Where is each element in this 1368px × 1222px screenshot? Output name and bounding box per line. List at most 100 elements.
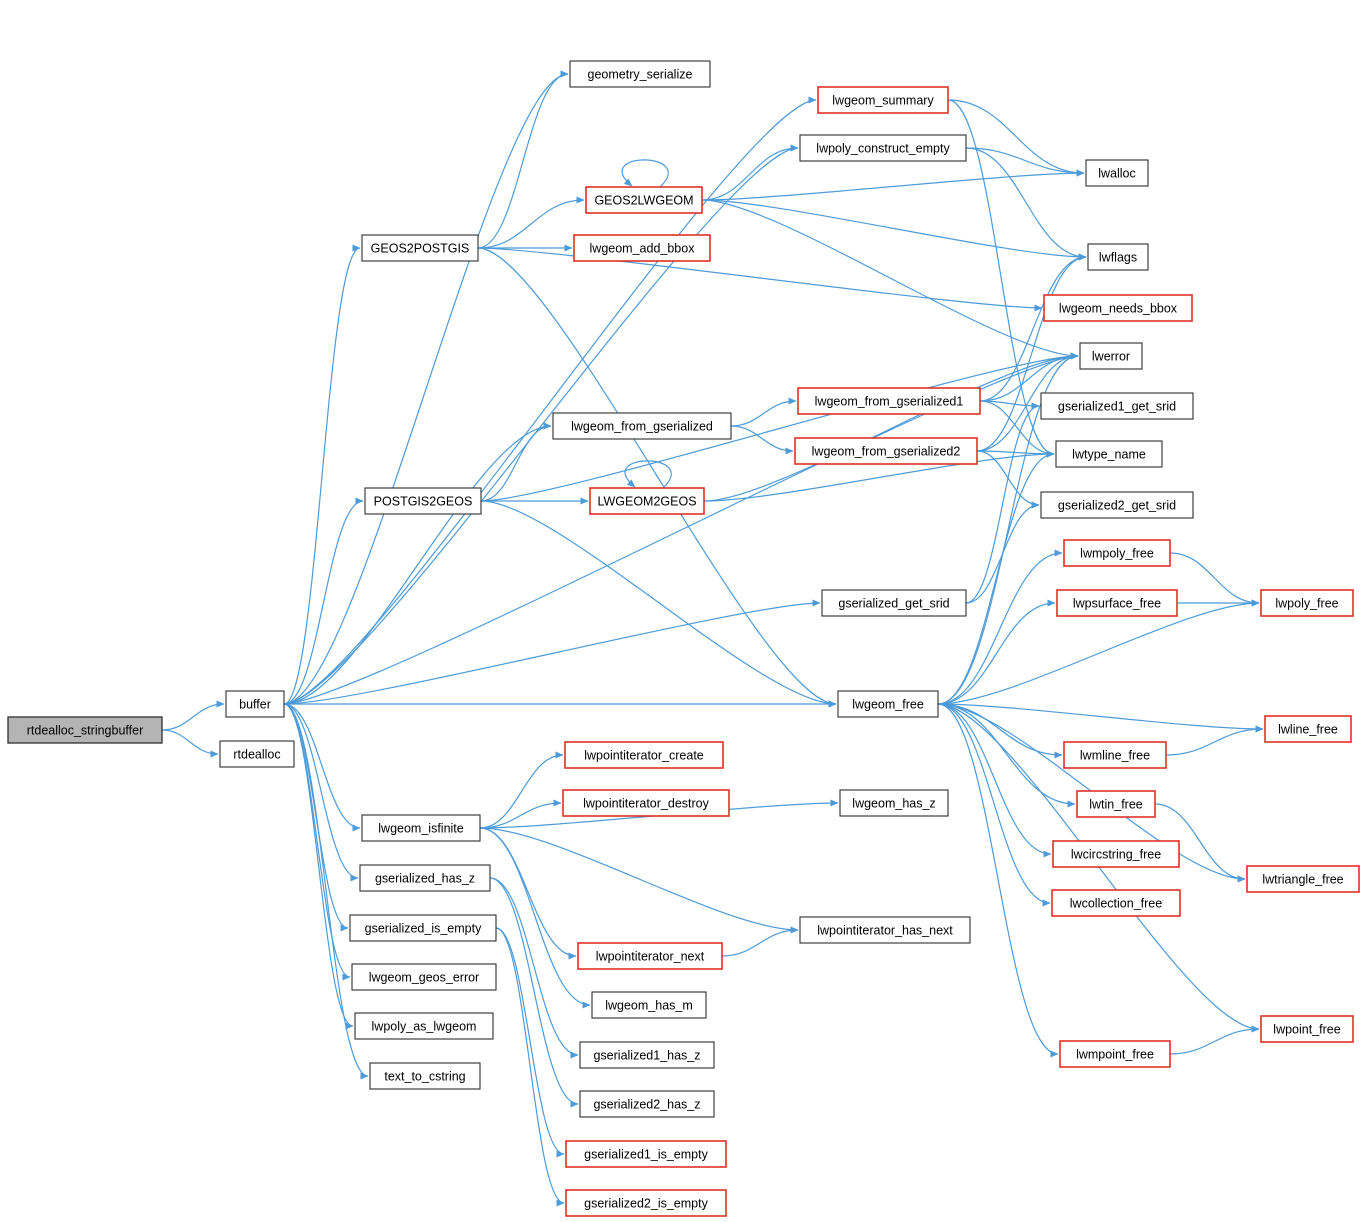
node-box-lwline_free[interactable] bbox=[1264, 715, 1352, 743]
node-lwpointiterator_next[interactable]: lwpointiterator_next bbox=[577, 942, 723, 970]
node-lwtriangle_free[interactable]: lwtriangle_free bbox=[1246, 865, 1360, 893]
node-gserialized_has_z[interactable]: gserialized_has_z bbox=[359, 864, 491, 892]
node-lwpointiterator_create[interactable]: lwpointiterator_create bbox=[564, 741, 724, 769]
node-box-lwgeom_has_z[interactable] bbox=[839, 789, 949, 817]
node-rtdealloc[interactable]: rtdealloc bbox=[219, 740, 295, 768]
node-gserialized2_has_z[interactable]: gserialized2_has_z bbox=[579, 1090, 715, 1118]
node-box-gserialized_get_srid[interactable] bbox=[821, 589, 967, 617]
node-box-gserialized1_has_z[interactable] bbox=[579, 1041, 715, 1069]
node-box-lwpoly_free[interactable] bbox=[1260, 589, 1354, 617]
node-box-lwpoint_free[interactable] bbox=[1260, 1015, 1354, 1043]
node-lwtype_name[interactable]: lwtype_name bbox=[1055, 440, 1163, 468]
node-lwpoly_construct_empty[interactable]: lwpoly_construct_empty bbox=[799, 134, 967, 162]
node-gserialized1_has_z[interactable]: gserialized1_has_z bbox=[579, 1041, 715, 1069]
node-box-gserialized1_is_empty[interactable] bbox=[565, 1140, 727, 1168]
node-box-lwmpoly_free[interactable] bbox=[1063, 539, 1171, 567]
node-box-lwmpoint_free[interactable] bbox=[1059, 1040, 1171, 1068]
node-lwmpoly_free[interactable]: lwmpoly_free bbox=[1063, 539, 1171, 567]
node-lwgeom_has_m[interactable]: lwgeom_has_m bbox=[591, 991, 707, 1019]
node-lwgeom_from_gserialized2[interactable]: lwgeom_from_gserialized2 bbox=[794, 437, 978, 465]
node-buffer[interactable]: buffer bbox=[225, 690, 285, 718]
node-lwalloc[interactable]: lwalloc bbox=[1085, 159, 1149, 187]
node-gserialized2_get_srid[interactable]: gserialized2_get_srid bbox=[1040, 491, 1194, 519]
node-lwpointiterator_has_next[interactable]: lwpointiterator_has_next bbox=[799, 916, 971, 944]
node-text_to_cstring[interactable]: text_to_cstring bbox=[369, 1062, 481, 1090]
node-box-lwgeom_needs_bbox[interactable] bbox=[1043, 294, 1193, 322]
node-lwgeom_free[interactable]: lwgeom_free bbox=[837, 690, 939, 718]
node-box-lwgeom_from_gserialized1[interactable] bbox=[797, 387, 981, 415]
node-lwgeom_needs_bbox[interactable]: lwgeom_needs_bbox bbox=[1043, 294, 1193, 322]
node-lwpoint_free[interactable]: lwpoint_free bbox=[1260, 1015, 1354, 1043]
node-lwgeom_has_z[interactable]: lwgeom_has_z bbox=[839, 789, 949, 817]
node-lwline_free[interactable]: lwline_free bbox=[1264, 715, 1352, 743]
node-box-lwgeom_free[interactable] bbox=[837, 690, 939, 718]
node-box-lwgeom_has_m[interactable] bbox=[591, 991, 707, 1019]
node-LWGEOM2GEOS[interactable]: LWGEOM2GEOS bbox=[589, 487, 705, 515]
node-lwpointiterator_destroy[interactable]: lwpointiterator_destroy bbox=[562, 789, 730, 817]
node-lwflags[interactable]: lwflags bbox=[1087, 243, 1149, 271]
node-lwgeom_from_gserialized[interactable]: lwgeom_from_gserialized bbox=[552, 412, 732, 440]
node-box-lwpointiterator_create[interactable] bbox=[564, 741, 724, 769]
node-lwcollection_free[interactable]: lwcollection_free bbox=[1051, 889, 1181, 917]
node-gserialized_is_empty[interactable]: gserialized_is_empty bbox=[349, 914, 497, 942]
node-lwgeom_from_gserialized1[interactable]: lwgeom_from_gserialized1 bbox=[797, 387, 981, 415]
node-gserialized2_is_empty[interactable]: gserialized2_is_empty bbox=[565, 1189, 727, 1217]
node-lwpoly_free[interactable]: lwpoly_free bbox=[1260, 589, 1354, 617]
node-box-GEOS2POSTGIS[interactable] bbox=[361, 234, 479, 262]
node-box-lwmline_free[interactable] bbox=[1063, 741, 1167, 769]
node-box-lwerror[interactable] bbox=[1079, 342, 1143, 370]
node-lwcircstring_free[interactable]: lwcircstring_free bbox=[1052, 840, 1180, 868]
node-box-gserialized_is_empty[interactable] bbox=[349, 914, 497, 942]
node-box-GEOS2LWGEOM[interactable] bbox=[585, 186, 703, 214]
node-box-lwgeom_summary[interactable] bbox=[817, 86, 949, 114]
node-box-gserialized2_has_z[interactable] bbox=[579, 1090, 715, 1118]
node-box-text_to_cstring[interactable] bbox=[369, 1062, 481, 1090]
node-box-rtdealloc[interactable] bbox=[219, 740, 295, 768]
node-box-lwalloc[interactable] bbox=[1085, 159, 1149, 187]
node-box-lwpoly_as_lwgeom[interactable] bbox=[354, 1012, 494, 1040]
node-lwmpoint_free[interactable]: lwmpoint_free bbox=[1059, 1040, 1171, 1068]
node-lwpsurface_free[interactable]: lwpsurface_free bbox=[1056, 589, 1178, 617]
node-box-lwpoly_construct_empty[interactable] bbox=[799, 134, 967, 162]
node-gserialized1_is_empty[interactable]: gserialized1_is_empty bbox=[565, 1140, 727, 1168]
node-box-gserialized1_get_srid[interactable] bbox=[1040, 392, 1194, 420]
node-box-gserialized2_get_srid[interactable] bbox=[1040, 491, 1194, 519]
node-GEOS2LWGEOM[interactable]: GEOS2LWGEOM bbox=[585, 186, 703, 214]
node-box-buffer[interactable] bbox=[225, 690, 285, 718]
node-box-lwgeom_geos_error[interactable] bbox=[351, 963, 497, 991]
node-lwerror[interactable]: lwerror bbox=[1079, 342, 1143, 370]
node-box-lwpointiterator_destroy[interactable] bbox=[562, 789, 730, 817]
node-box-lwgeom_from_gserialized2[interactable] bbox=[794, 437, 978, 465]
node-box-lwcircstring_free[interactable] bbox=[1052, 840, 1180, 868]
node-lwgeom_geos_error[interactable]: lwgeom_geos_error bbox=[351, 963, 497, 991]
node-box-gserialized2_is_empty[interactable] bbox=[565, 1189, 727, 1217]
node-gserialized1_get_srid[interactable]: gserialized1_get_srid bbox=[1040, 392, 1194, 420]
node-geometry_serialize[interactable]: geometry_serialize bbox=[569, 60, 711, 88]
node-rtdealloc_stringbuffer[interactable]: rtdealloc_stringbuffer bbox=[7, 716, 163, 744]
node-GEOS2POSTGIS[interactable]: GEOS2POSTGIS bbox=[361, 234, 479, 262]
node-box-lwpointiterator_has_next[interactable] bbox=[799, 916, 971, 944]
node-lwmline_free[interactable]: lwmline_free bbox=[1063, 741, 1167, 769]
node-box-lwgeom_isfinite[interactable] bbox=[361, 814, 481, 842]
node-box-lwgeom_from_gserialized[interactable] bbox=[552, 412, 732, 440]
node-lwgeom_add_bbox[interactable]: lwgeom_add_bbox bbox=[573, 234, 711, 262]
node-box-lwpointiterator_next[interactable] bbox=[577, 942, 723, 970]
node-box-POSTGIS2GEOS[interactable] bbox=[364, 487, 482, 515]
node-box-gserialized_has_z[interactable] bbox=[359, 864, 491, 892]
node-lwpoly_as_lwgeom[interactable]: lwpoly_as_lwgeom bbox=[354, 1012, 494, 1040]
node-box-lwcollection_free[interactable] bbox=[1051, 889, 1181, 917]
node-box-lwgeom_add_bbox[interactable] bbox=[573, 234, 711, 262]
node-box-rtdealloc_stringbuffer[interactable] bbox=[7, 716, 163, 744]
node-box-lwflags[interactable] bbox=[1087, 243, 1149, 271]
node-box-lwtin_free[interactable] bbox=[1076, 790, 1156, 818]
node-box-LWGEOM2GEOS[interactable] bbox=[589, 487, 705, 515]
node-lwtin_free[interactable]: lwtin_free bbox=[1076, 790, 1156, 818]
node-POSTGIS2GEOS[interactable]: POSTGIS2GEOS bbox=[364, 487, 482, 515]
node-box-lwpsurface_free[interactable] bbox=[1056, 589, 1178, 617]
node-lwgeom_summary[interactable]: lwgeom_summary bbox=[817, 86, 949, 114]
node-box-geometry_serialize[interactable] bbox=[569, 60, 711, 88]
node-lwgeom_isfinite[interactable]: lwgeom_isfinite bbox=[361, 814, 481, 842]
node-box-lwtype_name[interactable] bbox=[1055, 440, 1163, 468]
node-gserialized_get_srid[interactable]: gserialized_get_srid bbox=[821, 589, 967, 617]
node-box-lwtriangle_free[interactable] bbox=[1246, 865, 1360, 893]
